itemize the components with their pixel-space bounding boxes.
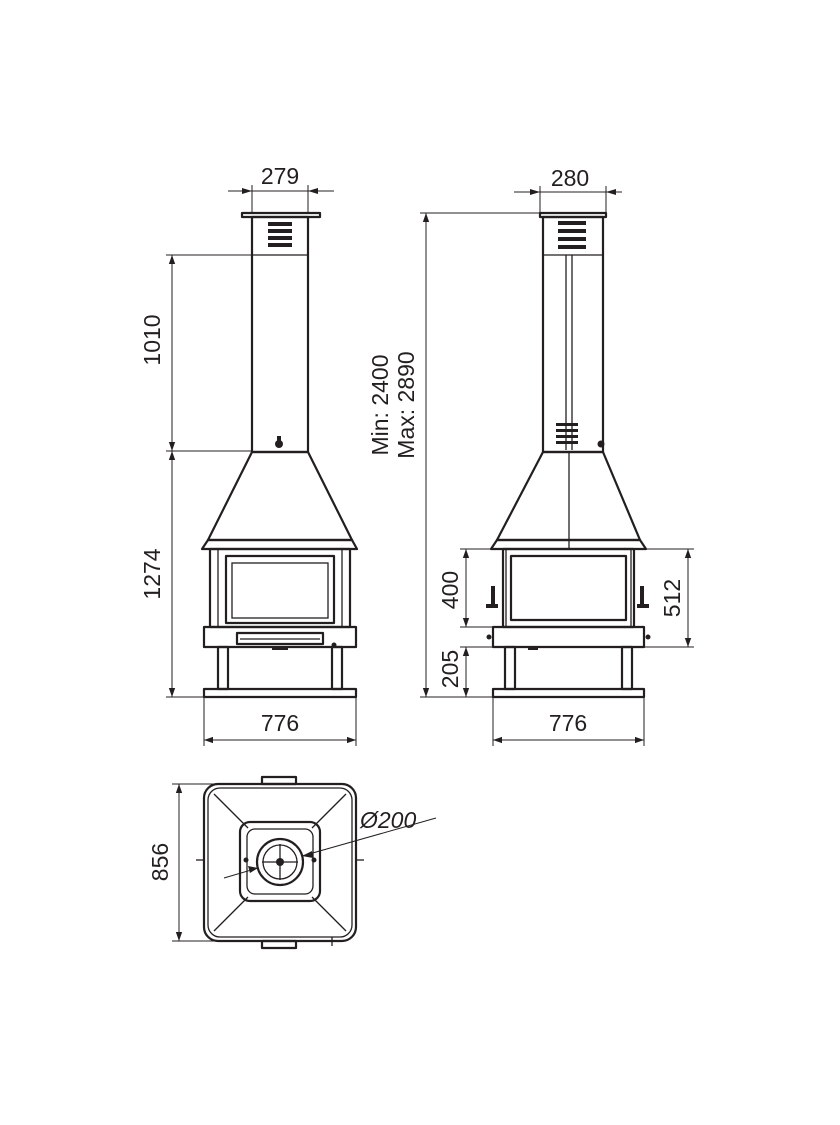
bottom-bracket-icon — [260, 939, 298, 950]
side-firebox — [486, 547, 651, 650]
front-flue — [240, 211, 322, 454]
vent-grille-icon — [268, 222, 292, 247]
front-legs — [202, 645, 358, 699]
front-flue-height-label: 1010 — [139, 314, 165, 365]
front-base-width-label: 776 — [261, 710, 299, 736]
top-view: 856 Ø200 — [147, 775, 437, 950]
top-depth-label: 856 — [147, 843, 173, 881]
side-flue — [538, 211, 608, 454]
side-base-width-label: 776 — [549, 710, 587, 736]
left-handle-icon — [486, 586, 498, 608]
total-height-min-label: Min: 2400 — [367, 354, 393, 455]
front-dimensions: 279 1010 1274 776 — [139, 163, 357, 746]
door-height-label: 400 — [437, 571, 463, 609]
side-view: 280 Min: 2400 Max: 2890 400 205 512 776 — [367, 165, 694, 746]
total-height-max-label: Max: 2890 — [393, 351, 419, 458]
front-firebox — [202, 547, 358, 650]
flue-diameter-label: Ø200 — [359, 807, 416, 833]
side-flue-width-label: 280 — [551, 165, 589, 191]
vent-grille-icon — [558, 221, 586, 249]
front-view: 279 1010 1274 776 — [139, 163, 359, 746]
top-bracket-icon — [260, 775, 298, 786]
front-flue-width-label: 279 — [261, 163, 299, 189]
leg-height-label: 205 — [437, 650, 463, 688]
front-body-height-label: 1274 — [139, 548, 165, 599]
body-height-label: 512 — [659, 579, 685, 617]
right-handle-icon — [637, 586, 649, 608]
side-dimensions: 280 Min: 2400 Max: 2890 400 205 512 776 — [367, 165, 694, 746]
damper-knob-icon — [275, 436, 283, 448]
side-hood — [489, 450, 648, 551]
top-dimensions: 856 Ø200 — [147, 783, 437, 942]
side-legs — [491, 645, 646, 699]
lower-vent-grille-icon — [556, 423, 578, 444]
front-hood — [200, 450, 359, 551]
